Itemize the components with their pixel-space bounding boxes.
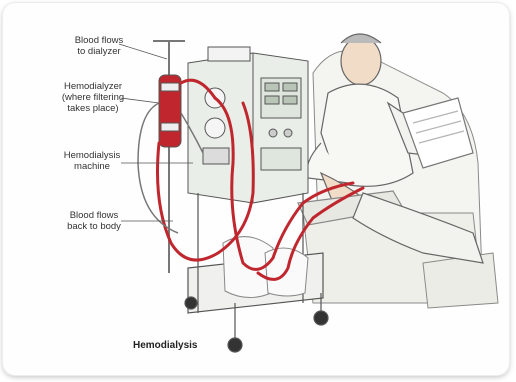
label-leaders [119,44,193,221]
figure-caption: Hemodialysis [133,340,197,351]
hemodialysis-illustration [3,3,509,375]
illustration-frame: Blood flows to dialyzer Hemodialyzer (wh… [3,3,509,375]
label-blood-flows-to-dialyzer: Blood flows to dialyzer [67,35,131,57]
hemodialyzer-cylinder [159,75,181,147]
label-hemodialyzer: Hemodialyzer (where filtering takes plac… [55,81,131,114]
label-hemodialysis-machine: Hemodialysis machine [57,150,127,172]
label-blood-flows-back: Blood flows back to body [61,210,127,232]
